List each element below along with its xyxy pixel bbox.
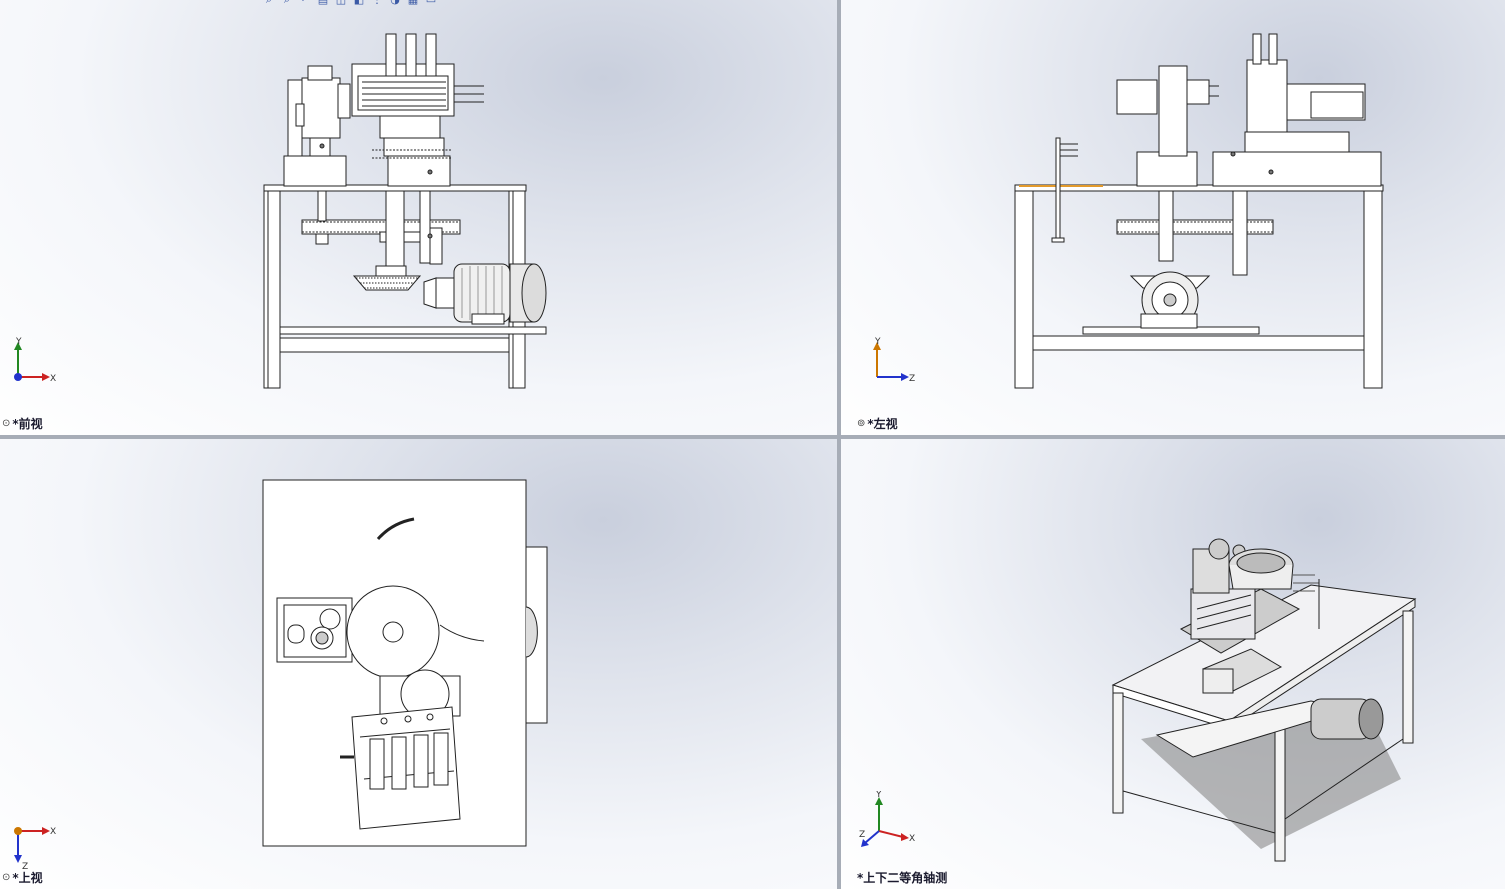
apply-scene-icon[interactable]: ▦: [406, 0, 420, 6]
coordinate-triad-left: Y Z: [873, 337, 915, 384]
viewport-front[interactable]: Y X ⊙ *前视 ⌕ ⌕ ↶ ▤ ◫ ◧ ⋮ ◑ ▦ ▭: [0, 0, 837, 435]
axis-label-z: Z: [22, 862, 28, 871]
viewport-left[interactable]: Y Z ⊚ *左视: [841, 0, 1505, 435]
viewport-isometric[interactable]: Y X Z *上下二等角轴测: [841, 439, 1505, 889]
axis-label-x: X: [909, 834, 915, 844]
hide-show-icon[interactable]: ⋮: [370, 0, 384, 6]
edit-appearance-icon[interactable]: ◑: [388, 0, 402, 6]
view-link-icon: ⊚: [857, 418, 866, 429]
view-link-icon: ⊙: [2, 418, 11, 429]
axis-label-y: Y: [15, 337, 22, 347]
zoom-to-fit-icon[interactable]: ⌕: [262, 0, 276, 6]
axis-label-y: Y: [874, 337, 881, 347]
axis-label-z: Z: [859, 830, 865, 840]
zoom-area-icon[interactable]: ⌕: [280, 0, 294, 6]
viewport-top[interactable]: Z X ⊙ *上视: [0, 439, 837, 889]
display-style-icon[interactable]: ◧: [352, 0, 366, 6]
view-label-isometric-text: *上下二等角轴测: [857, 871, 948, 885]
viewport-splitter-vertical[interactable]: [837, 0, 841, 889]
view-label-top-text: *上视: [12, 871, 43, 885]
view-orientation-icon[interactable]: ◫: [334, 0, 348, 6]
view-label-top[interactable]: ⊙ *上视: [2, 869, 43, 886]
left-view-drawing: [1014, 33, 1384, 389]
top-view-drawing: [262, 479, 548, 847]
front-view-drawing: [263, 33, 547, 389]
isometric-view-drawing: [1111, 538, 1417, 862]
view-label-isometric[interactable]: *上下二等角轴测: [857, 869, 947, 886]
axis-label-x: X: [50, 827, 56, 837]
axis-label-x: X: [50, 374, 56, 384]
previous-view-icon[interactable]: ↶: [298, 0, 312, 6]
view-label-front[interactable]: ⊙ *前视: [2, 415, 43, 432]
coordinate-triad-isometric: Y X Z: [859, 791, 915, 847]
axis-label-y: Y: [875, 791, 882, 800]
heads-up-view-toolbar: ⌕ ⌕ ↶ ▤ ◫ ◧ ⋮ ◑ ▦ ▭: [262, 0, 438, 6]
view-label-front-text: *前视: [12, 417, 43, 431]
coordinate-triad-top: Z X: [14, 827, 56, 871]
view-label-left-text: *左视: [867, 417, 898, 431]
viewport-splitter-horizontal[interactable]: [0, 435, 1505, 439]
coordinate-triad-front: Y X: [14, 337, 56, 384]
axis-label-z: Z: [909, 374, 915, 384]
view-label-left[interactable]: ⊚ *左视: [857, 415, 898, 432]
view-settings-icon[interactable]: ▭: [424, 0, 438, 6]
section-view-icon[interactable]: ▤: [316, 0, 330, 6]
view-link-icon: ⊙: [2, 872, 11, 883]
